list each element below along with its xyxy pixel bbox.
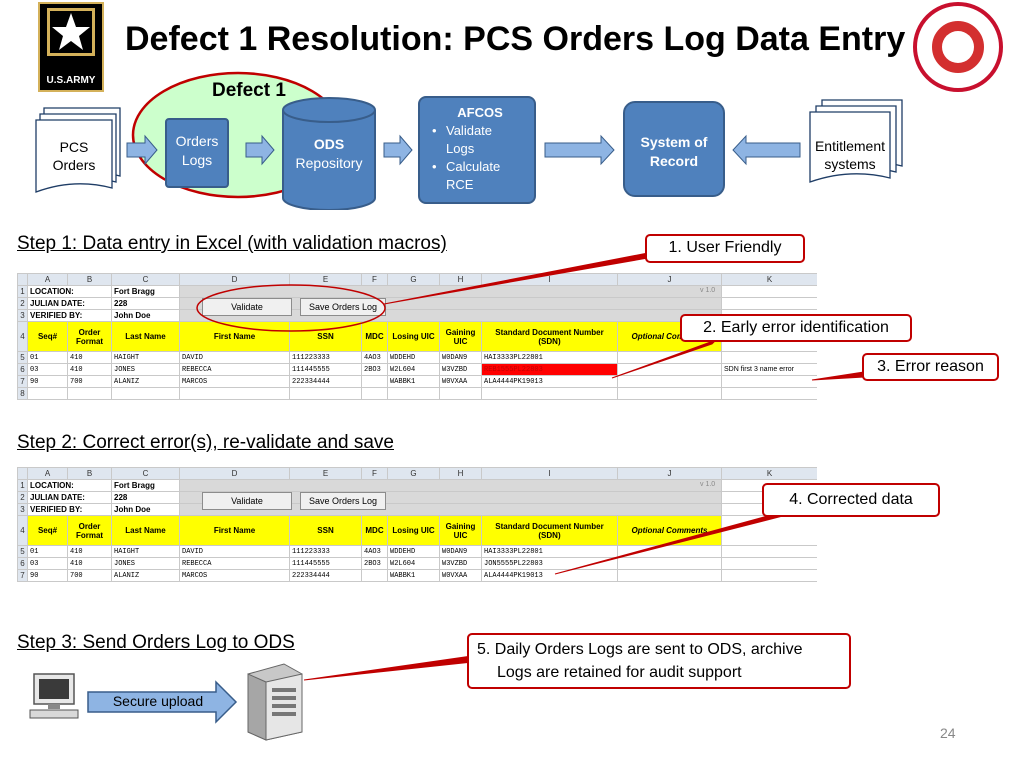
us-army-logo: U.S.ARMY bbox=[38, 2, 104, 92]
afcos-item-validate: •Validate Logs bbox=[432, 123, 493, 156]
pcs-orders-line1: PCS bbox=[59, 139, 89, 155]
orders-logs-line2: Logs bbox=[181, 152, 213, 168]
pcs-orders-doc: PCS Orders bbox=[36, 138, 112, 174]
save-orders-log-button-2[interactable]: Save Orders Log bbox=[300, 492, 386, 510]
defect-label: Defect 1 bbox=[212, 80, 286, 101]
entitlement-line1: Entitlement bbox=[814, 138, 886, 154]
secure-upload-arrow bbox=[87, 680, 238, 724]
afcos-item-calculate: •Calculate RCE bbox=[432, 159, 501, 192]
ods-repository: ODS Repository bbox=[283, 135, 375, 173]
callout-daily-logs-line1: 5. Daily Orders Logs are sent to ODS, ar… bbox=[477, 641, 803, 658]
orders-logs-line1: Orders bbox=[175, 133, 219, 149]
version-label-2: v 1.0 bbox=[700, 481, 716, 488]
ods-title: ODS bbox=[313, 136, 345, 152]
step1-label: Step 1: Data entry in Excel (with valida… bbox=[17, 233, 447, 254]
computer-icon bbox=[29, 673, 79, 719]
page-number: 24 bbox=[940, 725, 956, 741]
afcos-box: AFCOS •Validate Logs •Calculate RCE bbox=[418, 96, 536, 204]
callout-error-reason: 3. Error reason bbox=[862, 353, 999, 381]
server-icon bbox=[247, 663, 303, 741]
callout-user-friendly: 1. User Friendly bbox=[645, 234, 805, 263]
step2-label: Step 2: Correct error(s), re-validate an… bbox=[17, 432, 394, 453]
entitlement-line2: systems bbox=[824, 156, 876, 172]
sor-line1: System of bbox=[640, 134, 708, 150]
system-of-record-box: System of Record bbox=[623, 101, 725, 197]
version-label: v 1.0 bbox=[700, 287, 716, 294]
assistant-secretary-seal bbox=[913, 2, 1003, 92]
step3-label: Step 3: Send Orders Log to ODS bbox=[17, 632, 295, 653]
validate-button[interactable]: Validate bbox=[202, 298, 292, 316]
validate-button-2[interactable]: Validate bbox=[202, 492, 292, 510]
pcs-orders-line2: Orders bbox=[52, 157, 96, 173]
entitlement-systems-doc: Entitlement systems bbox=[810, 137, 890, 173]
save-orders-log-button[interactable]: Save Orders Log bbox=[300, 298, 386, 316]
callout-corrected-data: 4. Corrected data bbox=[762, 483, 940, 517]
callout-daily-logs: 5. Daily Orders Logs are sent to ODS, ar… bbox=[467, 633, 851, 689]
error-cell: REB1555PL22803 bbox=[481, 363, 618, 376]
army-star-icon bbox=[47, 8, 95, 56]
afcos-title: AFCOS bbox=[457, 105, 503, 120]
orders-logs-box: Orders Logs bbox=[165, 118, 229, 188]
army-logo-text: U.S.ARMY bbox=[40, 75, 102, 86]
secure-upload-label: Secure upload bbox=[112, 693, 204, 709]
ods-sub: Repository bbox=[295, 155, 363, 171]
callout-early-error: 2. Early error identification bbox=[680, 314, 912, 342]
callout-daily-logs-line2: Logs are retained for audit support bbox=[497, 664, 742, 681]
page-title: Defect 1 Resolution: PCS Orders Log Data… bbox=[125, 20, 906, 58]
sor-line2: Record bbox=[649, 153, 699, 169]
